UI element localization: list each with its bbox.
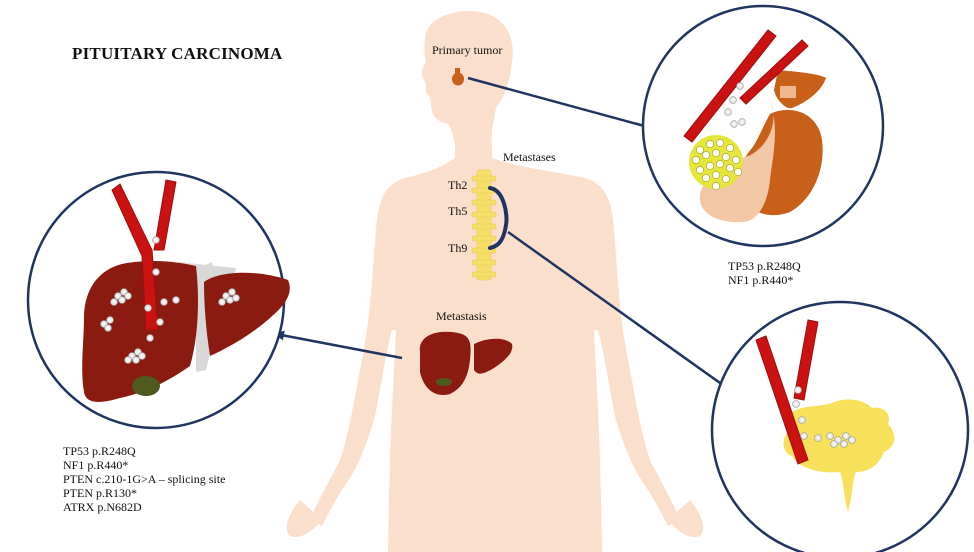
mutation-item: PTEN c.210-1G>A – splicing site bbox=[63, 472, 225, 486]
arrow-to-pituitary bbox=[468, 78, 670, 133]
mutation-item: NF1 p.R440* bbox=[63, 458, 225, 472]
primary-mutations-list: TP53 p.R248Q NF1 p.R440* bbox=[728, 259, 801, 287]
liver-mutations-list: TP53 p.R248Q NF1 p.R440* PTEN c.210-1G>A… bbox=[63, 444, 225, 514]
page-title: PITUITARY CARCINOMA bbox=[72, 44, 283, 64]
body-silhouette bbox=[287, 11, 704, 552]
mutation-item: ATRX p.N682D bbox=[63, 500, 225, 514]
metastasis-label: Metastasis bbox=[436, 309, 487, 323]
vertebra-th5-label: Th5 bbox=[448, 204, 467, 218]
vertebra-th9-label: Th9 bbox=[448, 241, 467, 255]
liver-circle bbox=[28, 172, 290, 428]
vertebra-th2-label: Th2 bbox=[448, 178, 467, 192]
mutation-item: NF1 p.R440* bbox=[728, 273, 801, 287]
mutation-item: PTEN p.R130* bbox=[63, 486, 225, 500]
bone-circle bbox=[712, 302, 968, 552]
primary-tumor-label: Primary tumor bbox=[432, 43, 502, 57]
mutation-item: TP53 p.R248Q bbox=[728, 259, 801, 273]
pituitary-circle bbox=[643, 6, 883, 246]
metastases-label: Metastases bbox=[503, 150, 556, 164]
mutation-item: TP53 p.R248Q bbox=[63, 444, 225, 458]
